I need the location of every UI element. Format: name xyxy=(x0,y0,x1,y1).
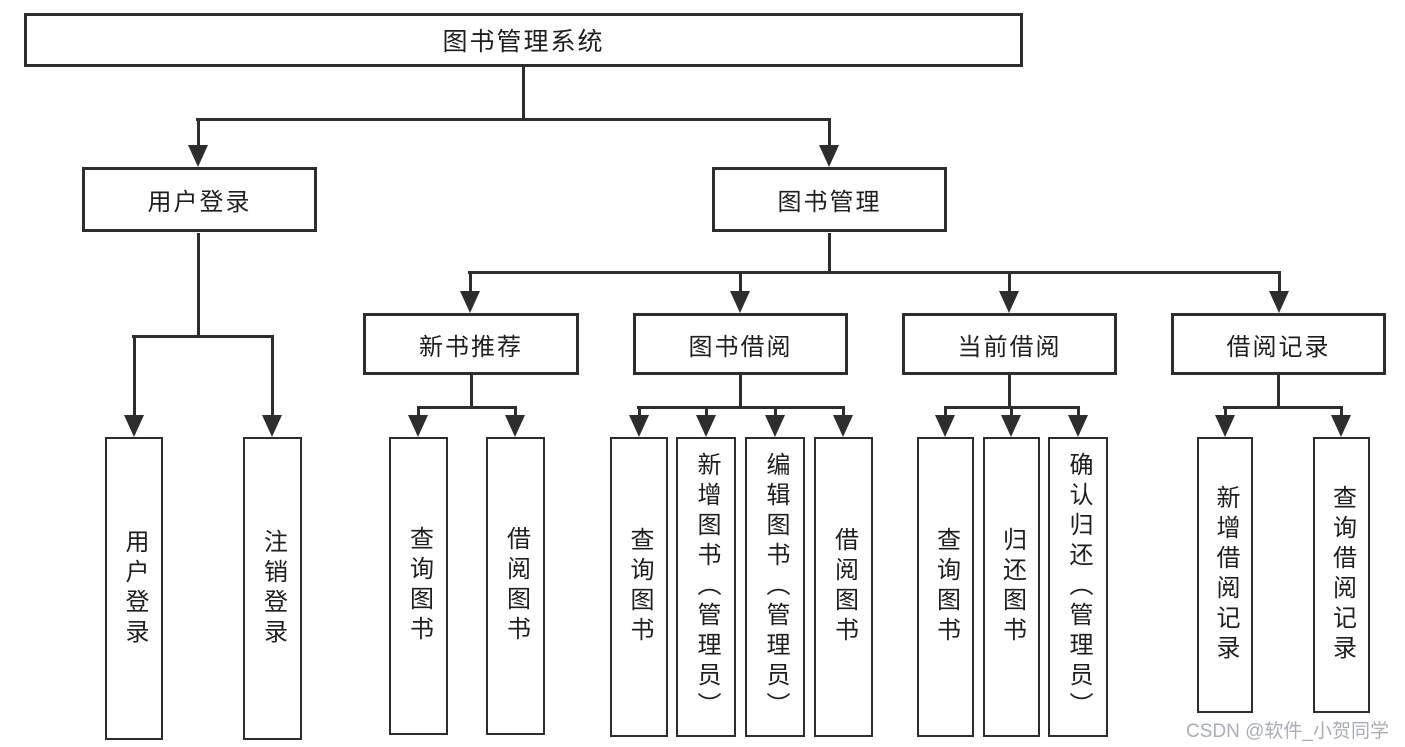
connector-vline xyxy=(842,406,845,417)
leaf-label: 借阅图书 xyxy=(502,526,530,646)
node-label: 借阅记录 xyxy=(1226,333,1331,361)
node-label: 图书管理 xyxy=(777,189,882,216)
leaf-label: 查询图书 xyxy=(932,527,960,647)
connector-hline xyxy=(468,271,1281,274)
node-label: 图书管理系统 xyxy=(442,28,605,56)
node-label: 新书推荐 xyxy=(419,333,523,361)
leaf-edit-books-admin: 编辑图书（管理员） xyxy=(745,437,805,737)
connector-hline xyxy=(196,118,830,121)
connector-vline xyxy=(1076,406,1080,417)
leaf-label: 查询图书 xyxy=(405,526,433,646)
connector-vline xyxy=(1008,271,1011,292)
connector-vline xyxy=(704,406,708,417)
node-book-management: 图书管理 xyxy=(712,167,947,232)
arrow-down-icon xyxy=(935,415,955,437)
arrow-down-icon xyxy=(460,291,480,313)
connector-vline xyxy=(271,335,274,415)
leaf-label: 查询借阅记录 xyxy=(1328,485,1356,665)
node-new-book-recommend: 新书推荐 xyxy=(363,313,579,375)
leaf-add-books-admin: 新增图书（管理员） xyxy=(676,437,736,737)
connector-vline xyxy=(1277,271,1281,292)
leaf-query-books-recommend: 查询图书 xyxy=(389,437,448,735)
arrow-down-icon xyxy=(188,145,208,167)
node-label: 图书借阅 xyxy=(688,333,793,361)
connector-vline xyxy=(944,406,947,417)
arrow-down-icon xyxy=(408,415,428,437)
leaf-query-books-current: 查询图书 xyxy=(917,437,974,737)
node-library-system: 图书管理系统 xyxy=(24,13,1023,67)
leaf-label: 新增图书（管理员） xyxy=(693,452,720,722)
arrow-down-icon xyxy=(1215,415,1235,437)
leaf-query-books-borrow: 查询图书 xyxy=(610,437,668,737)
arrow-down-icon xyxy=(730,291,750,313)
leaf-label: 注销登录 xyxy=(259,528,287,649)
connector-vline xyxy=(132,335,136,415)
connector-vline xyxy=(196,233,200,337)
arrow-down-icon xyxy=(262,415,282,437)
node-borrow-records: 借阅记录 xyxy=(1171,313,1386,375)
connector-vline xyxy=(1010,406,1013,417)
leaf-confirm-return-admin: 确认归还（管理员） xyxy=(1048,437,1108,737)
leaf-return-books: 归还图书 xyxy=(983,437,1040,737)
leaf-label: 新增借阅记录 xyxy=(1212,485,1239,665)
arrow-down-icon xyxy=(696,415,716,437)
connector-vline xyxy=(1277,373,1280,409)
arrow-down-icon xyxy=(819,145,839,167)
node-label: 用户登录 xyxy=(147,189,252,216)
connector-vline xyxy=(828,233,831,273)
connector-vline xyxy=(417,406,420,417)
connector-hline xyxy=(132,335,274,338)
connector-vline xyxy=(468,271,472,292)
arrow-down-icon xyxy=(1269,291,1289,313)
leaf-borrow-books: 借阅图书 xyxy=(814,437,873,737)
connector-vline xyxy=(1008,373,1011,409)
arrow-down-icon xyxy=(999,291,1019,313)
arrow-down-icon xyxy=(505,415,525,437)
connector-hline xyxy=(637,406,845,409)
leaf-label: 归还图书 xyxy=(998,527,1026,647)
node-user-login: 用户登录 xyxy=(82,167,317,232)
leaf-label: 查询图书 xyxy=(626,527,653,647)
arrow-down-icon xyxy=(1068,415,1088,437)
connector-vline xyxy=(1340,406,1343,417)
connector-vline xyxy=(514,406,517,417)
arrow-down-icon xyxy=(833,415,853,437)
connector-vline xyxy=(196,118,200,150)
leaf-label: 确认归还（管理员） xyxy=(1065,452,1092,722)
leaf-add-borrow-record: 新增借阅记录 xyxy=(1197,437,1253,713)
node-book-borrow: 图书借阅 xyxy=(633,313,848,375)
leaf-label: 编辑图书（管理员） xyxy=(762,452,789,722)
arrow-down-icon xyxy=(629,415,649,437)
connector-hline xyxy=(417,406,517,409)
connector-hline xyxy=(1223,406,1343,409)
leaf-query-borrow-record: 查询借阅记录 xyxy=(1313,437,1370,713)
arrow-down-icon xyxy=(124,415,144,437)
leaf-user-login: 用户登录 xyxy=(105,437,163,740)
connector-vline xyxy=(1223,406,1227,417)
leaf-logout: 注销登录 xyxy=(243,437,302,740)
connector-vline xyxy=(469,373,473,409)
connector-vline xyxy=(828,118,831,150)
connector-vline xyxy=(738,271,742,292)
leaf-borrow-books-recommend: 借阅图书 xyxy=(486,437,545,735)
leaf-label: 借阅图书 xyxy=(830,527,858,647)
leaf-label: 用户登录 xyxy=(121,528,148,649)
arrow-down-icon xyxy=(1001,415,1021,437)
connector-vline xyxy=(739,373,742,409)
arrow-down-icon xyxy=(765,415,785,437)
csdn-watermark: CSDN @软件_小贺同学 xyxy=(1186,721,1389,742)
arrow-down-icon xyxy=(1331,415,1351,437)
node-label: 当前借阅 xyxy=(957,333,1062,361)
connector-vline xyxy=(773,406,777,417)
connector-vline xyxy=(522,66,525,121)
connector-vline xyxy=(637,406,641,417)
node-current-borrow: 当前借阅 xyxy=(902,313,1117,375)
